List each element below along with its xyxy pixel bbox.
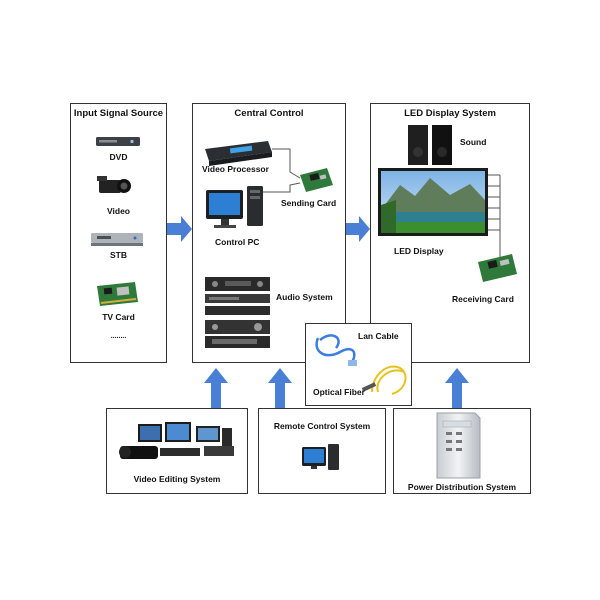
central-panel-title: Central Control [234, 108, 304, 119]
video-processor-icon [205, 141, 272, 166]
power-distribution-label: Power Distribution System [407, 482, 517, 492]
input-panel-title: Input Signal Source [73, 108, 164, 119]
remote-control-label: Remote Control System [273, 421, 371, 431]
optical-fiber-icon [371, 365, 407, 395]
arrow-input-to-central [167, 216, 192, 242]
lan-cable-icon [315, 334, 356, 363]
optical-fiber-label: Optical Fiber [313, 387, 365, 397]
sound-speakers-icon [408, 125, 452, 165]
lan-plug-icon [348, 360, 357, 366]
stb-label: STB [110, 250, 127, 260]
lan-cable-label: Lan Cable [358, 331, 399, 341]
audio-system-icon [205, 277, 270, 348]
receiving-card-label: Receiving Card [452, 294, 514, 304]
led-panel-title: LED Display System [404, 108, 496, 119]
dvd-icon [96, 137, 140, 146]
control-pc-label: Control PC [215, 237, 260, 247]
sending-card-label: Sending Card [281, 198, 337, 208]
arrow-power-up [445, 368, 469, 408]
arrow-video-editing-up [204, 368, 228, 408]
receiving-card-icon [478, 254, 517, 282]
video-processor-label: Video Processor [202, 164, 269, 174]
video-editing-label: Video Editing System [133, 474, 221, 484]
sending-card-icon [300, 168, 333, 192]
remote-control-pc-icon [302, 444, 339, 470]
tv-card-label: TV Card [102, 312, 135, 322]
led-display-icon [378, 168, 488, 236]
tv-card-icon [97, 282, 138, 306]
video-editing-system-icon [119, 422, 234, 459]
dvd-label: DVD [109, 152, 128, 162]
arrow-central-to-led [346, 216, 370, 242]
more-sources-ellipsis: ........ [110, 333, 127, 340]
led-display-label: LED Display [394, 246, 444, 256]
sound-label: Sound [460, 137, 487, 147]
control-pc-icon [206, 186, 263, 228]
audio-system-label: Audio System [276, 292, 333, 302]
stb-icon [91, 233, 143, 246]
fiber-connector-icon [361, 382, 377, 392]
arrow-remote-control-up [268, 368, 292, 408]
power-distribution-cabinet-icon [436, 412, 481, 479]
video-label: Video [107, 206, 130, 216]
video-camera-icon [97, 176, 131, 193]
